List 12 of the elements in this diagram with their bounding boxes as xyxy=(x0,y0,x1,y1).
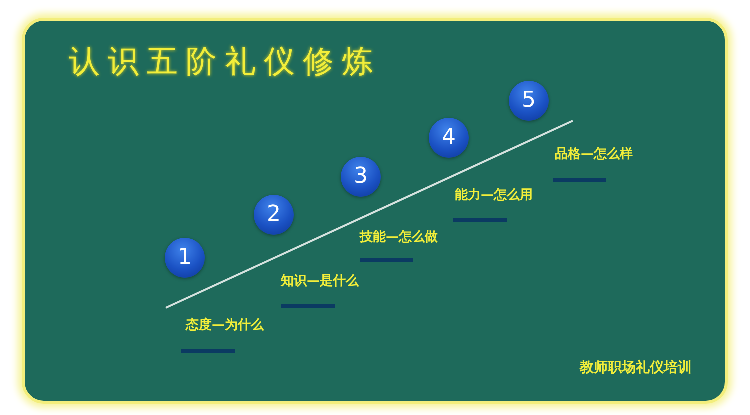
title: 认识五阶礼仪修炼 xyxy=(69,43,381,82)
number-circle: 3 xyxy=(341,157,381,197)
number-circle: 2 xyxy=(254,195,294,235)
step-label: 品格—怎么样 xyxy=(555,146,633,163)
caption: 教师职场礼仪培训 xyxy=(580,359,692,377)
step-label: 技能—怎么做 xyxy=(360,229,438,246)
step-label: 知识—是什么 xyxy=(281,273,359,290)
number-circle: 5 xyxy=(509,81,549,121)
step-label: 态度—为什么 xyxy=(186,317,264,334)
number-circle: 4 xyxy=(429,118,469,158)
step-label: 能力—怎么用 xyxy=(455,187,533,204)
number-circle: 1 xyxy=(165,238,205,278)
